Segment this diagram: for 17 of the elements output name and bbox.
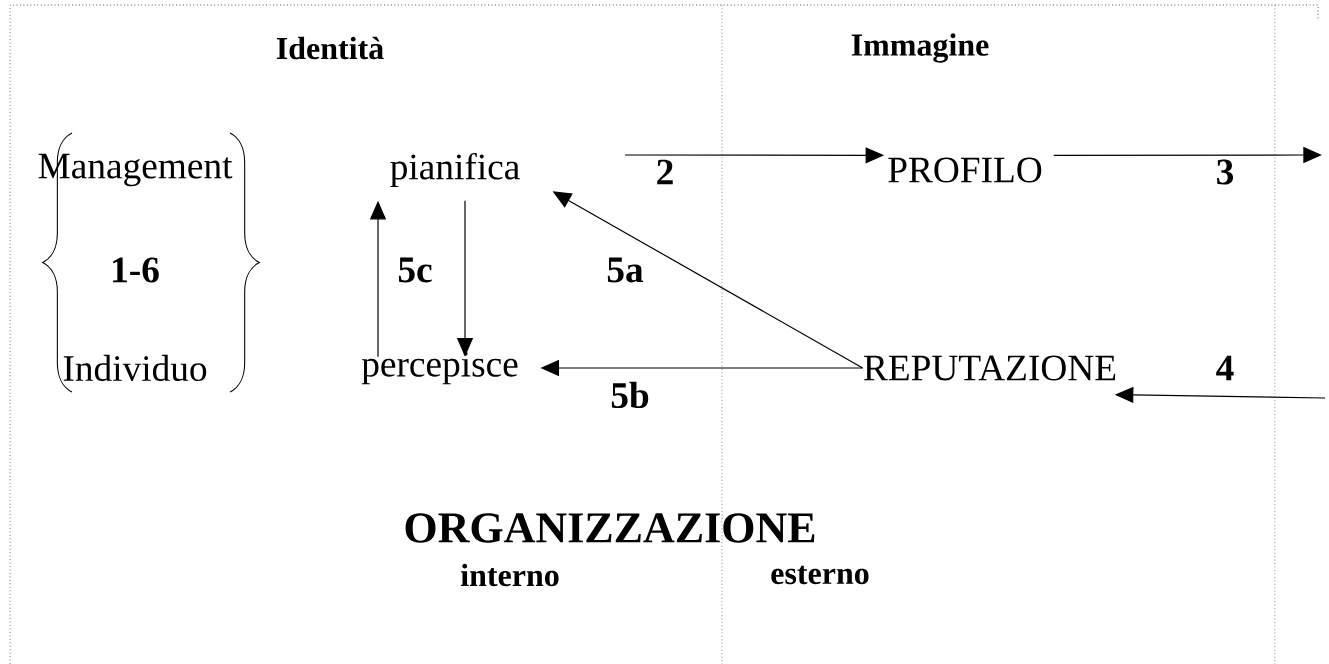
column-heading: Identità: [276, 36, 384, 60]
edge-label: 5a: [607, 257, 644, 283]
node-text: pianifica: [390, 152, 520, 188]
edge-label: 2: [657, 159, 673, 185]
column-heading: Immagine: [851, 33, 989, 63]
node-text: percepisce: [361, 351, 518, 385]
group-item: Individuo: [63, 354, 207, 382]
side-label: interno: [460, 563, 559, 587]
edge-label: 5b: [611, 381, 649, 409]
edge-label: 5c: [398, 257, 432, 283]
edge-label: 4: [1216, 355, 1234, 381]
node-text: PROFILO: [888, 157, 1042, 183]
node-text: REPUTAZIONE: [864, 355, 1116, 381]
range-label: 1-6: [113, 257, 159, 283]
organization-heading: ORGANIZZAZIONE: [405, 513, 815, 543]
side-label: esterno: [771, 565, 869, 585]
edge-label: 3: [1217, 159, 1234, 185]
